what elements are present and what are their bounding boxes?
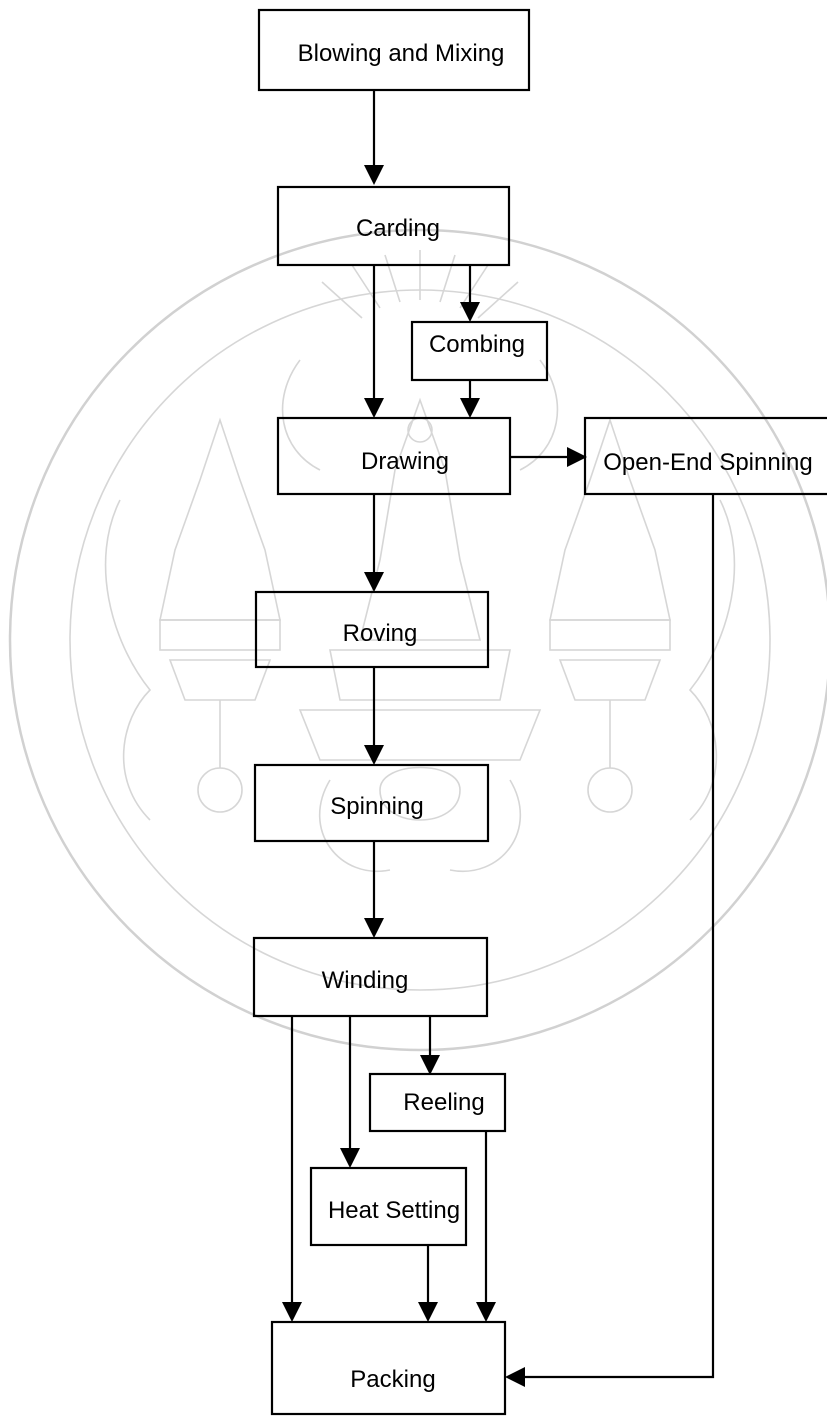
edge-combing-to-drawing bbox=[460, 380, 480, 418]
watermark-seal bbox=[8, 228, 827, 1052]
node-blowing-and-mixing: Blowing and Mixing bbox=[257, 8, 531, 92]
node-label-roving: Roving bbox=[343, 620, 418, 647]
node-label-blowing-and-mixing: Blowing and Mixing bbox=[298, 40, 505, 67]
node-label-drawing: Drawing bbox=[361, 448, 449, 475]
edge-roving-to-spinning bbox=[364, 667, 384, 765]
edge-carding-to-drawing bbox=[364, 265, 384, 418]
edge-winding-to-packing bbox=[282, 1016, 302, 1322]
node-label-spinning: Spinning bbox=[330, 793, 423, 820]
process-steps: Blowing and Mixing Carding Combing Drawi… bbox=[252, 8, 827, 1416]
edge-drawing-to-roving bbox=[364, 494, 384, 592]
node-reeling: Reeling bbox=[368, 1072, 507, 1133]
edge-winding-to-reeling bbox=[420, 1016, 440, 1075]
node-label-winding: Winding bbox=[322, 967, 409, 994]
edge-blowing-to-carding bbox=[364, 90, 384, 185]
node-carding: Carding bbox=[276, 185, 511, 267]
node-packing: Packing bbox=[270, 1320, 507, 1416]
node-roving: Roving bbox=[254, 590, 490, 669]
edge-spinning-to-winding bbox=[364, 841, 384, 938]
edge-drawing-to-open-end bbox=[510, 447, 587, 467]
node-label-reeling: Reeling bbox=[403, 1089, 484, 1116]
node-label-carding: Carding bbox=[356, 215, 440, 242]
node-open-end-spinning: Open-End Spinning bbox=[583, 416, 827, 496]
node-label-open-end-spinning: Open-End Spinning bbox=[603, 449, 812, 476]
edge-winding-to-heat-setting bbox=[340, 1016, 360, 1168]
node-label-packing: Packing bbox=[350, 1366, 435, 1393]
flow-connectors bbox=[282, 90, 715, 1387]
node-heat-setting: Heat Setting bbox=[309, 1166, 468, 1247]
node-label-combing: Combing bbox=[429, 331, 525, 358]
node-combing: Combing bbox=[410, 320, 549, 382]
edge-heat-setting-to-packing bbox=[418, 1245, 438, 1322]
edge-open-end-to-packing bbox=[505, 494, 715, 1387]
node-drawing: Drawing bbox=[276, 416, 512, 496]
edge-carding-to-combing bbox=[460, 265, 480, 322]
edge-reeling-to-packing bbox=[476, 1131, 496, 1322]
node-label-heat-setting: Heat Setting bbox=[328, 1197, 460, 1224]
node-winding: Winding bbox=[252, 936, 489, 1018]
node-spinning: Spinning bbox=[253, 763, 490, 843]
